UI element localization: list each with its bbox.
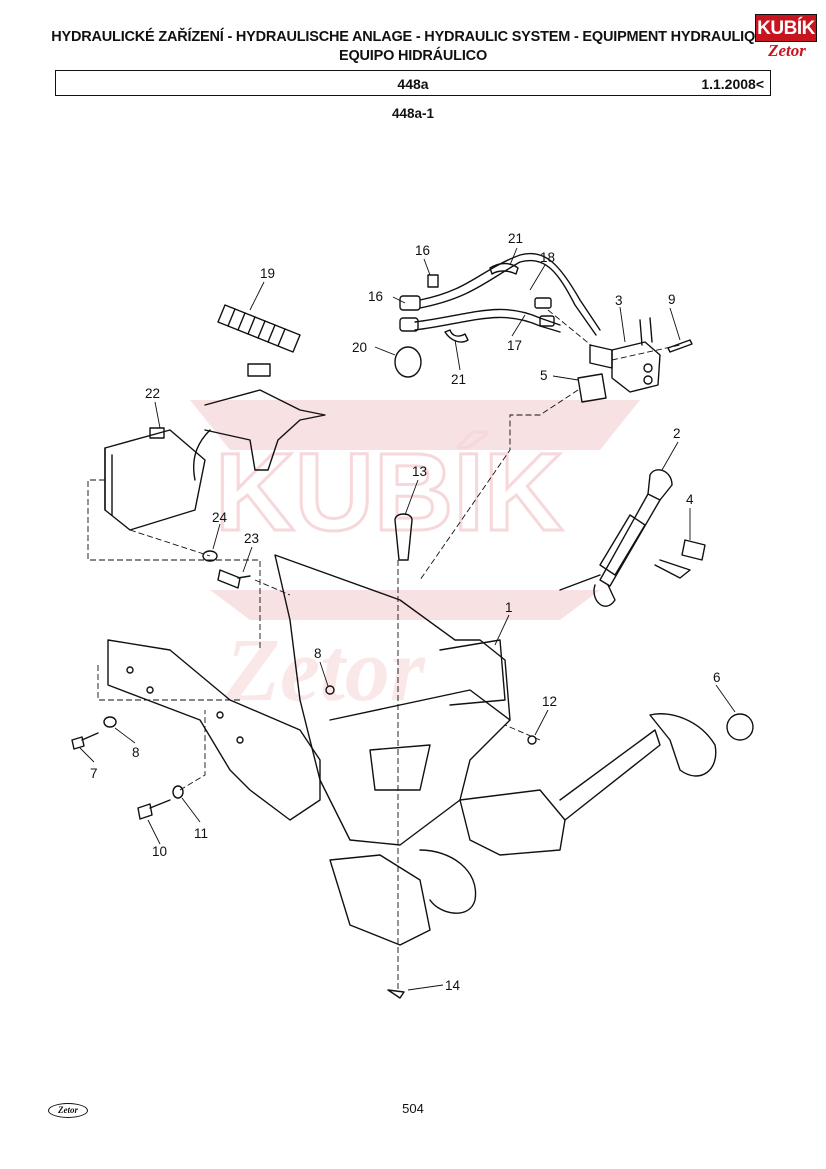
callout-8-center: 8 — [314, 646, 322, 661]
callout-12: 12 — [542, 694, 557, 709]
lower-hooks — [329, 789, 566, 946]
pin-13 — [394, 513, 413, 561]
callout-20: 20 — [352, 340, 367, 355]
callout-19: 19 — [260, 266, 275, 281]
callout-22: 22 — [145, 386, 160, 401]
page-title: HYDRAULICKÉ ZAŘÍZENÍ - HYDRAULISCHE ANLA… — [40, 28, 786, 66]
title-line-2: EQUIPO HIDRÁULICO — [338, 48, 488, 64]
callout-1: 1 — [505, 600, 513, 615]
callout-21-top: 21 — [508, 231, 523, 246]
valid-from-date: 1.1.2008< — [701, 76, 764, 92]
callout-5: 5 — [540, 368, 548, 383]
callout-18: 18 — [540, 250, 555, 265]
pin-14 — [387, 989, 405, 999]
callout-16-side: 16 — [368, 289, 383, 304]
callout-16-top: 16 — [415, 243, 430, 258]
zetor-logo-script: Zetor — [768, 41, 806, 60]
assembly-guide-lines — [87, 309, 681, 990]
callout-6: 6 — [713, 670, 721, 685]
bolt-9 — [667, 339, 693, 353]
protective-spiral-19 — [217, 304, 301, 353]
callout-2: 2 — [673, 426, 681, 441]
nut-12 — [527, 735, 537, 745]
washer-24 — [202, 550, 218, 562]
nut-8 — [325, 685, 335, 695]
ball-6 — [726, 713, 754, 741]
callout-13: 13 — [412, 464, 427, 479]
group-info-box: 448a 1.1.2008< — [55, 70, 771, 96]
hitch-arm — [559, 713, 717, 821]
washer-8-left — [103, 716, 117, 728]
callout-11: 11 — [194, 826, 208, 841]
kubik-logo-badge: KUBÍK — [755, 14, 817, 42]
figure-code: 448a-1 — [391, 106, 435, 121]
callout-8-left: 8 — [132, 745, 140, 760]
top-link-2 — [559, 469, 673, 607]
hydraulic-hoses — [399, 252, 601, 336]
callout-3: 3 — [615, 293, 623, 308]
plate-5 — [577, 373, 607, 403]
svg-text:KUBÍK: KUBÍK — [215, 431, 563, 554]
callout-7: 7 — [90, 766, 98, 781]
washer-11 — [172, 785, 184, 799]
callout-9: 9 — [668, 292, 676, 307]
callout-10: 10 — [152, 844, 167, 859]
valve-block-3 — [589, 317, 661, 393]
kubik-watermark: KUBÍK Zetor — [190, 400, 640, 720]
bolt-23 — [217, 569, 251, 589]
hose-clip-21-bottom — [444, 329, 469, 343]
hose-clip-21-top — [489, 262, 519, 275]
o-ring-20 — [394, 346, 422, 378]
bracket-22 — [104, 363, 326, 531]
rear-frame-1 — [274, 554, 511, 846]
zetor-footer-logo: Zetor — [48, 1103, 88, 1118]
callout-21-bottom: 21 — [451, 372, 466, 387]
callout-24: 24 — [212, 510, 228, 525]
kubik-zetor-logo: KUBÍK Zetor — [755, 14, 817, 64]
callout-labels: 1 2 3 4 5 6 7 8 8 9 10 11 12 13 14 16 16… — [90, 231, 721, 993]
page-number: 504 — [402, 1101, 424, 1116]
callout-14: 14 — [445, 978, 461, 993]
bolt-7 — [71, 732, 99, 750]
side-plate — [107, 639, 321, 821]
clevis-pin-4 — [654, 539, 706, 579]
svg-text:Zetor: Zetor — [224, 621, 426, 720]
bolt-10 — [137, 799, 171, 820]
callout-4: 4 — [686, 492, 694, 507]
callout-17: 17 — [507, 338, 522, 353]
title-line-1: HYDRAULICKÉ ZAŘÍZENÍ - HYDRAULISCHE ANLA… — [51, 29, 775, 45]
callout-23: 23 — [244, 531, 259, 546]
callout-leaders — [79, 247, 736, 991]
group-code: 448a — [397, 76, 429, 92]
